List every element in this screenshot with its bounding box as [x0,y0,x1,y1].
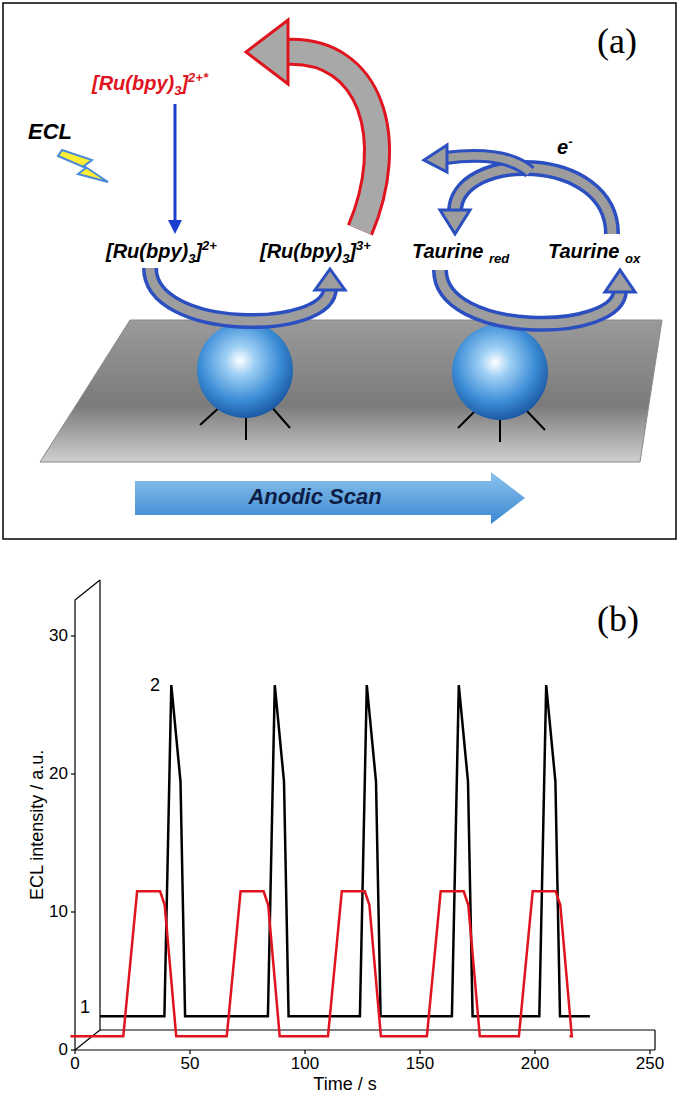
species-label: [Ru(bpy)3]2+* [92,72,208,94]
electron-label: e- [557,136,572,158]
tick-label: 50 [181,1055,200,1074]
panel-letter: (a) [597,22,637,62]
panel-frame [3,3,676,539]
lightning-symbol [58,150,108,182]
arrowhead [168,220,182,234]
electrode-sphere [197,322,293,418]
ecl-label: ECL [28,120,72,144]
curve-number: 2 [150,676,160,696]
ecl-curve [100,685,590,1016]
cycle-arrow [440,270,635,324]
tick-label: 250 [636,1055,664,1074]
excitation-arrow [246,20,377,230]
panel-letter: (b) [597,600,639,640]
species-label: [Ru(bpy)3]3+ [260,240,371,262]
electron-arrow [424,145,530,172]
tick-label: 0 [70,1055,79,1074]
tick-label: 200 [521,1055,549,1074]
cycle-arrow [440,168,612,234]
scan-label: Anodic Scan [135,472,525,510]
tick-label: 100 [291,1055,319,1074]
tick-label: 30 [49,627,68,646]
electrode-sphere [452,324,548,420]
tick-label: 0 [59,1041,68,1060]
cycle-arrow [150,268,345,321]
tick-label: 150 [406,1055,434,1074]
tick-marks [71,636,650,1054]
emission-arrow [174,104,177,222]
tick-label: 10 [49,903,68,922]
species-label: Taurine ox [548,240,640,262]
species-label: Taurine red [412,240,509,262]
ecl-curve [70,891,571,1036]
tick-label: 20 [49,765,68,784]
curve-number: 1 [80,998,90,1018]
scan-arrow: Anodic Scan [135,472,525,524]
species-label: [Ru(bpy)3]2+ [106,240,217,262]
electrode-plate [40,320,662,462]
axis-title: Time / s [313,1075,376,1095]
axis-title: ECL intensity / a.u. [28,750,48,900]
